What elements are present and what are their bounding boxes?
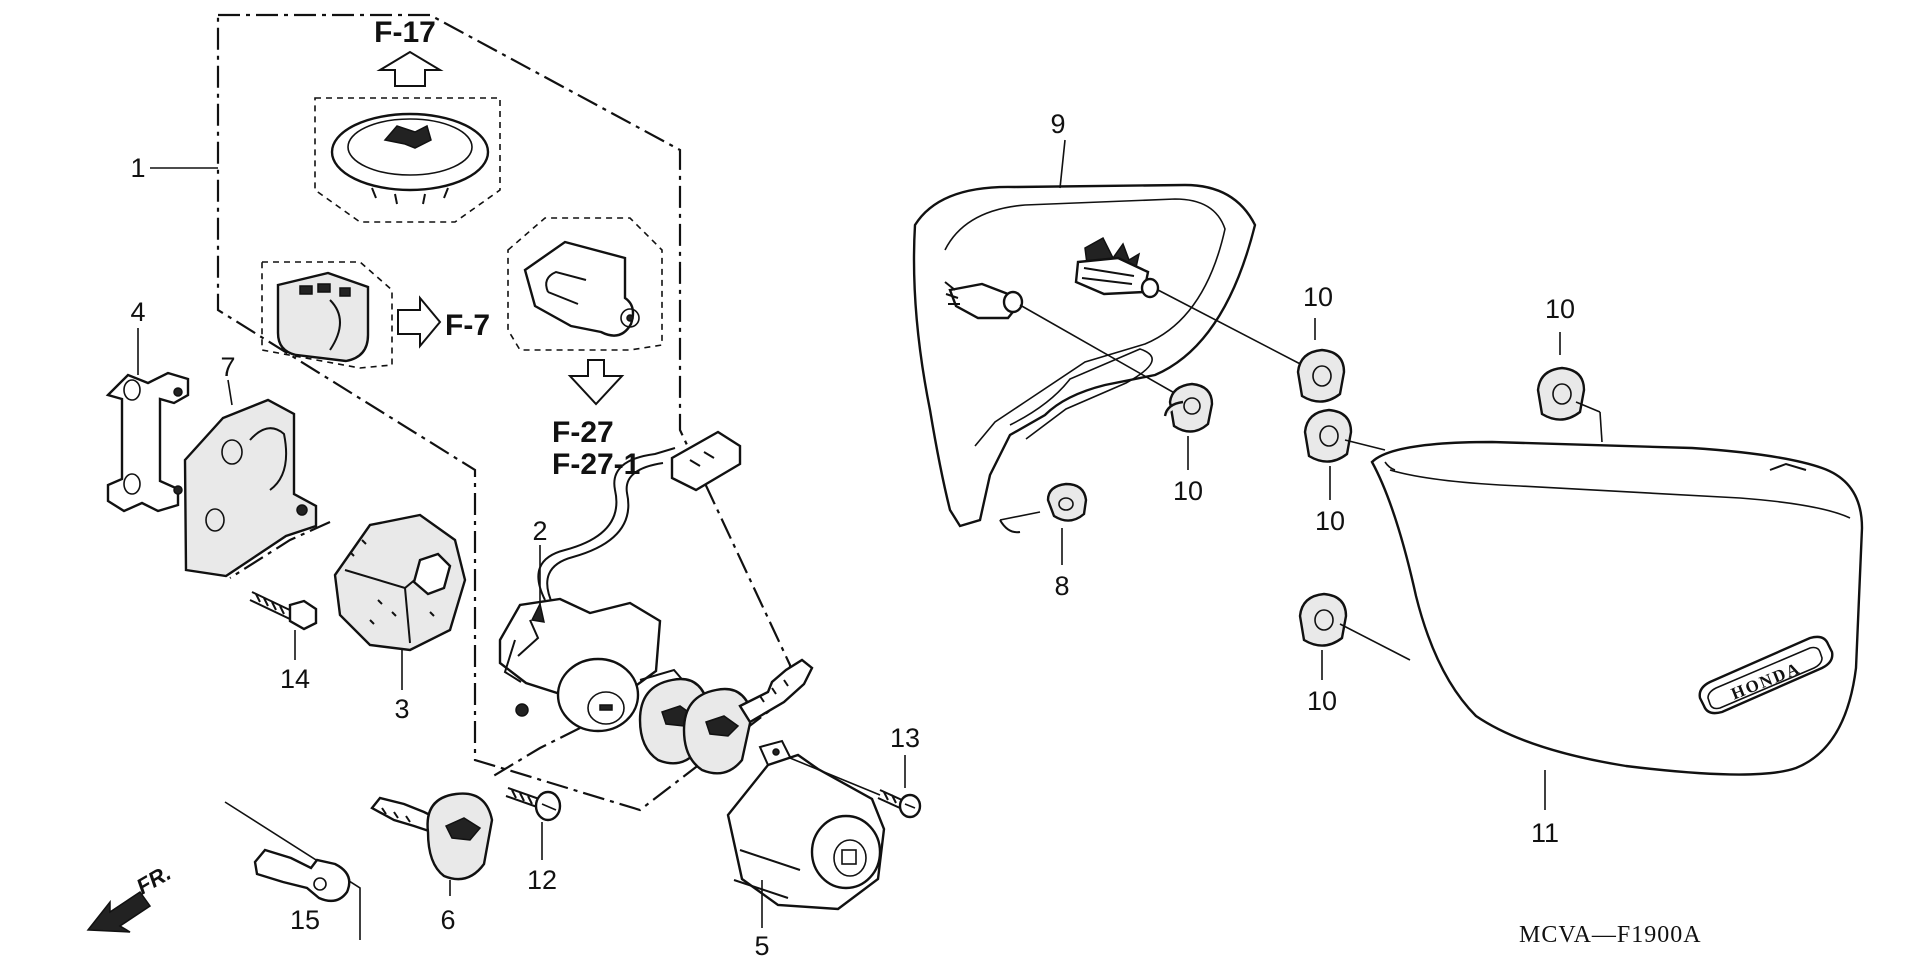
ignition-switch-part-2: 2 [498,430,742,733]
front-arrow-icon [86,890,152,933]
svg-text:10: 10 [1315,506,1345,536]
svg-text:9: 9 [1050,109,1065,139]
front-direction-indicator: FR. [86,860,175,933]
svg-text:10: 10 [1303,282,1333,312]
svg-text:3: 3 [394,694,409,724]
side-cover-part-11: HONDA 11 [1370,440,1864,848]
grommet-part-10d: 10 [1303,408,1386,536]
svg-text:15: 15 [290,905,320,935]
svg-text:11: 11 [1531,818,1559,848]
svg-text:14: 14 [280,664,310,694]
grommet-part-10b: 10 [1296,282,1346,403]
svg-text:1: 1 [130,153,145,183]
screw-part-13: 13 [877,723,922,819]
grommet-part-10e: 10 [1298,592,1411,716]
svg-text:13: 13 [890,723,920,753]
grommet-part-10c: 10 [1536,294,1603,443]
key-blank-part-15: 15 [224,801,361,940]
mounting-plate-part-7: 7 [183,352,318,578]
svg-text:10: 10 [1173,476,1203,506]
ref-f27-label: F-27 [552,416,614,449]
screw-part-12: 12 [505,787,562,895]
ref-f27-1-label: F-27-1 [552,448,640,481]
grommet-part-8: 8 [1046,482,1088,601]
ref-f17: F-17 [374,16,444,87]
bracket-part-4: 4 [105,297,190,513]
bolt-part-14: 14 [249,591,318,694]
grommet-part-10f: 10 [1163,400,1184,417]
svg-text:10: 10 [1307,686,1337,716]
callout-1: 1 [130,153,218,183]
svg-text:7: 7 [220,352,235,382]
keys-on-ring-part [638,658,814,775]
svg-text:4: 4 [130,297,145,327]
grommet-part-10a: 10 [1168,382,1214,506]
up-arrow-icon [376,50,444,87]
svg-text:8: 8 [1054,571,1069,601]
lock-cylinder-part-5: 5 [726,739,886,959]
ref-f7-label: F-7 [445,309,490,342]
svg-text:5: 5 [754,931,769,959]
seat-lock-part: F-7 [261,261,490,369]
svg-text:10: 10 [1545,294,1575,324]
fuel-cap-part [314,97,501,223]
svg-text:6: 6 [440,905,455,935]
diagram-code: MCVA—F1900A [1519,922,1702,948]
right-arrow-icon [397,295,442,349]
lock-rubber-part-3: 3 [333,513,467,724]
svg-text:12: 12 [527,865,557,895]
helmet-holder-part: F-27 F-27-1 [507,217,663,481]
ref-f17-label: F-17 [374,16,436,49]
key-part-6: 6 [370,792,494,935]
svg-text:2: 2 [532,516,547,546]
down-arrow-icon [567,359,625,406]
side-cover-part-9: 9 [912,109,1309,534]
